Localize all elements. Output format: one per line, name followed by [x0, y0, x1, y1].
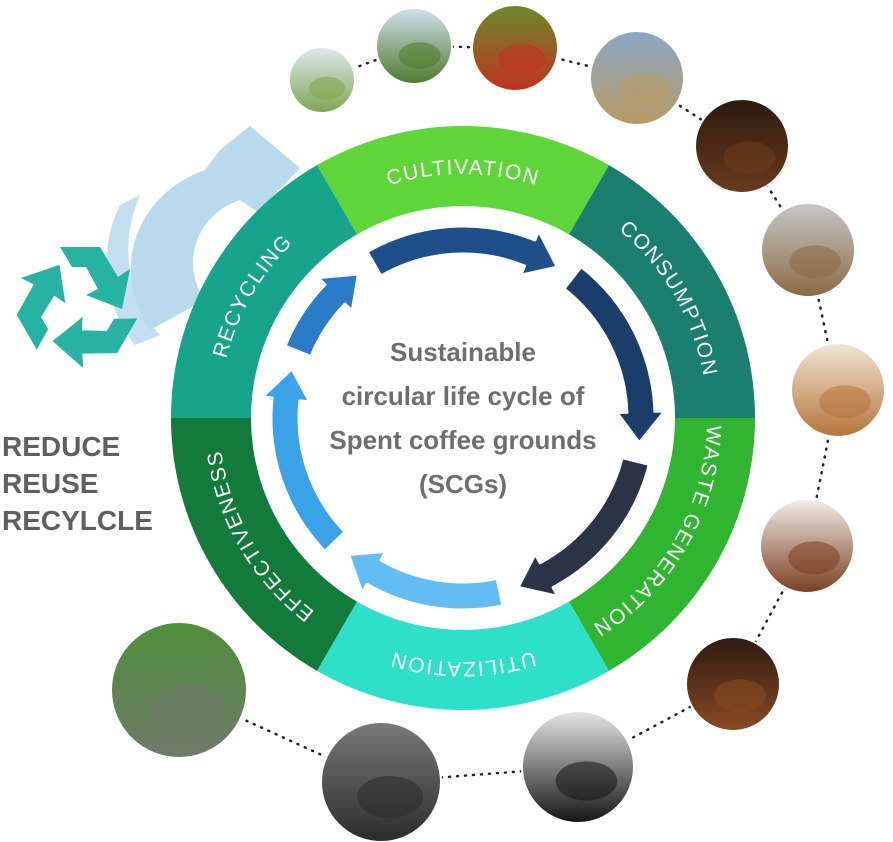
tea-plantation-photo: [288, 46, 356, 114]
ring-segment-consumption: [569, 165, 755, 418]
ring-segment-waste-generation: [569, 418, 755, 671]
photo-circles: [110, 4, 886, 842]
center-title: Sustainable circular life cycle of Spent…: [329, 337, 596, 499]
ground-coffee-portafilter-photo: [694, 98, 790, 194]
center-title-line-2: circular life cycle of: [342, 381, 585, 411]
coffee-cherries-photo: [471, 4, 559, 92]
center-title-line-4: (SCGs): [419, 469, 507, 499]
carbon-material-photo: [320, 721, 442, 842]
inner-cycle-arrows: [260, 224, 667, 612]
inner-arrow-3: [516, 456, 651, 598]
asphalt-road-photo: [110, 621, 248, 759]
inner-arrow-5: [260, 367, 347, 553]
inner-arrow-2: [562, 265, 667, 445]
slogan-recycle: RECYLCLE: [2, 505, 153, 536]
ring-segment-recycling: [171, 165, 357, 418]
ring-segment-effectiveness: [171, 418, 357, 671]
spent-coffee-puck-photo: [759, 498, 855, 594]
recycle-arrow: [52, 316, 138, 369]
slogan-reuse: REUSE: [2, 468, 98, 499]
espresso-machine-photo: [760, 202, 856, 298]
inner-arrow-6: [283, 272, 360, 359]
recycle-arrow: [16, 264, 66, 350]
slogan: REDUCE REUSE RECYLCLE: [2, 431, 153, 536]
recycle-icon: [16, 247, 138, 369]
ring-segment-cultivation: [317, 126, 609, 235]
drying-beds-photo: [589, 30, 685, 126]
latte-art-photo: [790, 342, 886, 438]
recycle-arrow: [60, 247, 130, 309]
center-title-line-3: Spent coffee grounds: [329, 425, 596, 455]
coffee-powder-spoon-photo: [685, 636, 781, 732]
inner-arrow-4: [347, 549, 505, 612]
big-arrow-upper: [130, 126, 300, 330]
ring-segment-utilization: [317, 601, 609, 710]
coffee-shrub-photo: [375, 7, 453, 85]
slogan-reduce: REDUCE: [2, 431, 120, 462]
center-title-line-1: Sustainable: [390, 337, 536, 367]
inner-arrow-1: [365, 224, 559, 278]
black-liquid-photo: [521, 710, 635, 824]
